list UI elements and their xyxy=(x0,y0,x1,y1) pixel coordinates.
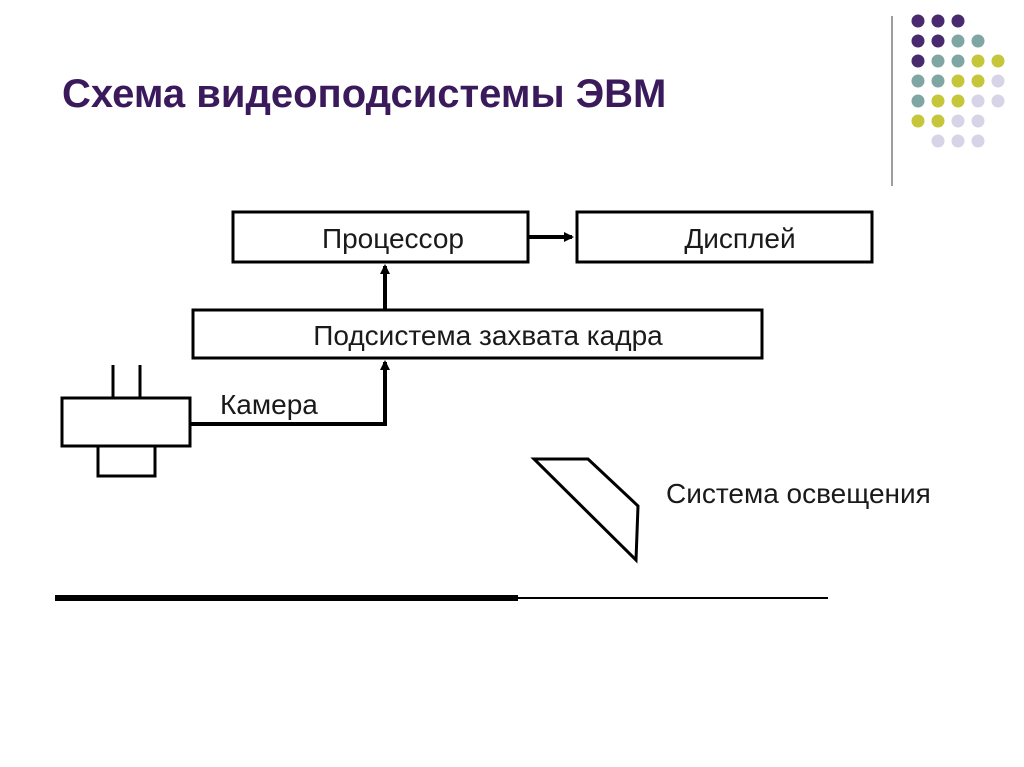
camera-icon xyxy=(60,365,192,478)
display-block: Дисплей xyxy=(575,210,874,264)
processor-label: Процессор xyxy=(322,223,464,254)
lighting-system-shape xyxy=(530,457,640,564)
slide-title: Схема видеоподсистемы ЭВМ xyxy=(62,72,667,116)
processor-block: Процессор xyxy=(231,210,530,264)
header-divider xyxy=(891,16,893,186)
frame-grabber-label: Подсистема захвата кадра xyxy=(313,320,663,351)
display-label: Дисплей xyxy=(684,223,795,254)
camera-label: Камера xyxy=(220,389,318,420)
lighting-system-label: Система освещения xyxy=(666,478,931,509)
frame-grabber-block: Подсистема захвата кадра xyxy=(191,308,764,360)
camera-to-frame-grabber-line xyxy=(190,368,387,426)
